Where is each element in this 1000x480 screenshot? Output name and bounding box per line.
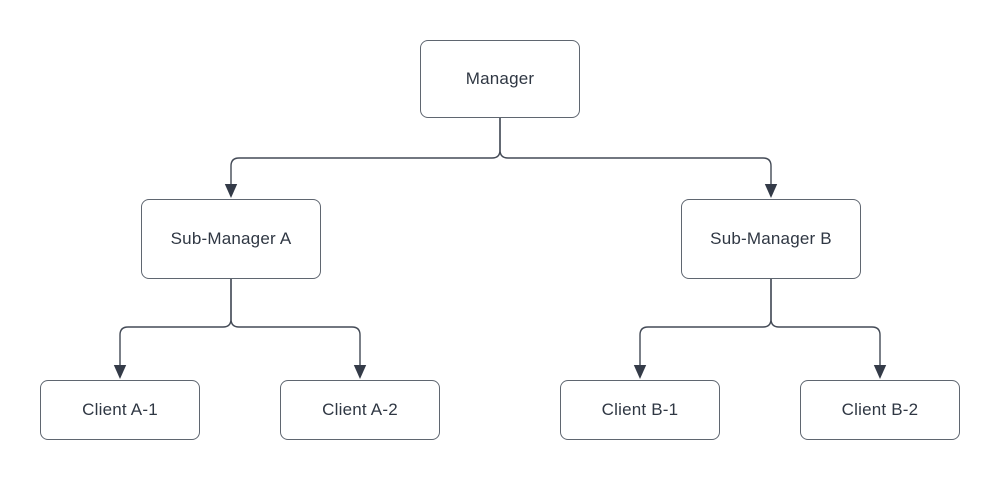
arrowhead-down-sub-manager-b xyxy=(764,184,778,198)
node-client-b1[interactable]: Client B-1 xyxy=(560,380,720,440)
node-client-a1-label: Client A-1 xyxy=(82,400,158,419)
arrowhead-down-sub-manager-a xyxy=(224,184,238,198)
node-client-a1[interactable]: Client A-1 xyxy=(40,380,200,440)
node-sub-manager-a[interactable]: Sub-Manager A xyxy=(141,199,321,279)
connector-sub-manager-b-to-client-b1 xyxy=(639,279,772,366)
node-sub-manager-a-label: Sub-Manager A xyxy=(170,229,292,248)
arrowhead-down-client-a1 xyxy=(113,365,127,379)
connector-manager-to-sub-manager-b xyxy=(499,118,772,185)
node-client-b2-label: Client B-2 xyxy=(841,400,919,419)
node-manager-label: Manager xyxy=(465,69,535,88)
node-client-a2-label: Client A-2 xyxy=(322,400,398,419)
arrowhead-down-client-b2 xyxy=(873,365,887,379)
node-client-b1-label: Client B-1 xyxy=(601,400,679,419)
connector-manager-to-sub-manager-a xyxy=(230,118,501,185)
arrowhead-down-client-b1 xyxy=(633,365,647,379)
node-client-a2[interactable]: Client A-2 xyxy=(280,380,440,440)
node-manager[interactable]: Manager xyxy=(420,40,580,118)
arrowhead-down-client-a2 xyxy=(353,365,367,379)
node-sub-manager-b[interactable]: Sub-Manager B xyxy=(681,199,861,279)
connector-sub-manager-a-to-client-a1 xyxy=(119,279,232,366)
connector-sub-manager-b-to-client-b2 xyxy=(770,279,881,366)
node-client-b2[interactable]: Client B-2 xyxy=(800,380,960,440)
connector-sub-manager-a-to-client-a2 xyxy=(230,279,361,366)
node-sub-manager-b-label: Sub-Manager B xyxy=(710,229,832,248)
